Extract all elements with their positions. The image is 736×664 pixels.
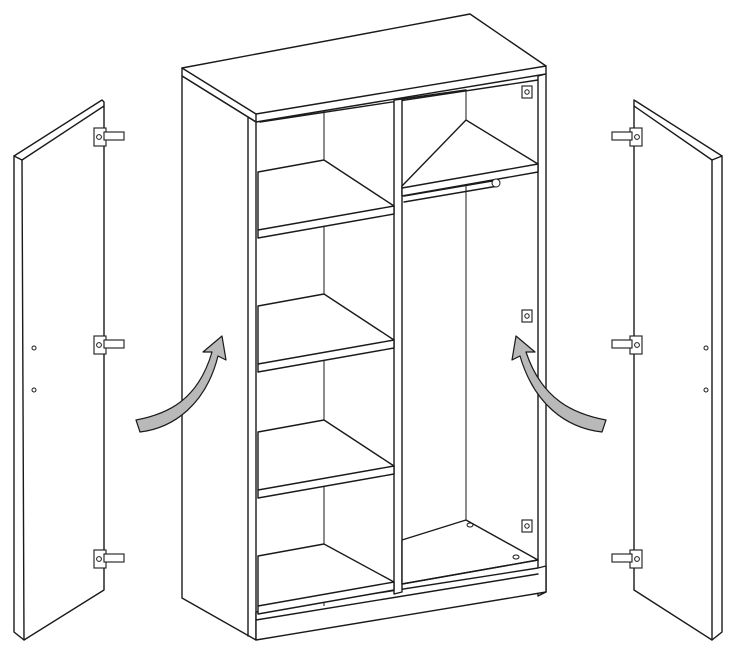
right-side-edge xyxy=(537,73,547,597)
right-door xyxy=(611,99,723,641)
curved-arrow-right-icon xyxy=(511,335,607,433)
center-divider xyxy=(393,98,403,595)
hanging-rail xyxy=(403,178,501,203)
hinge-icon xyxy=(93,127,125,569)
hinge-icon xyxy=(521,85,533,533)
wardrobe-carcass xyxy=(181,13,547,641)
curved-arrow-left-icon xyxy=(135,335,227,433)
hinge-icon xyxy=(611,127,643,569)
left-door xyxy=(13,99,125,641)
right-shelf xyxy=(401,119,539,197)
left-side-panel xyxy=(181,75,257,641)
left-shelves xyxy=(257,159,395,615)
